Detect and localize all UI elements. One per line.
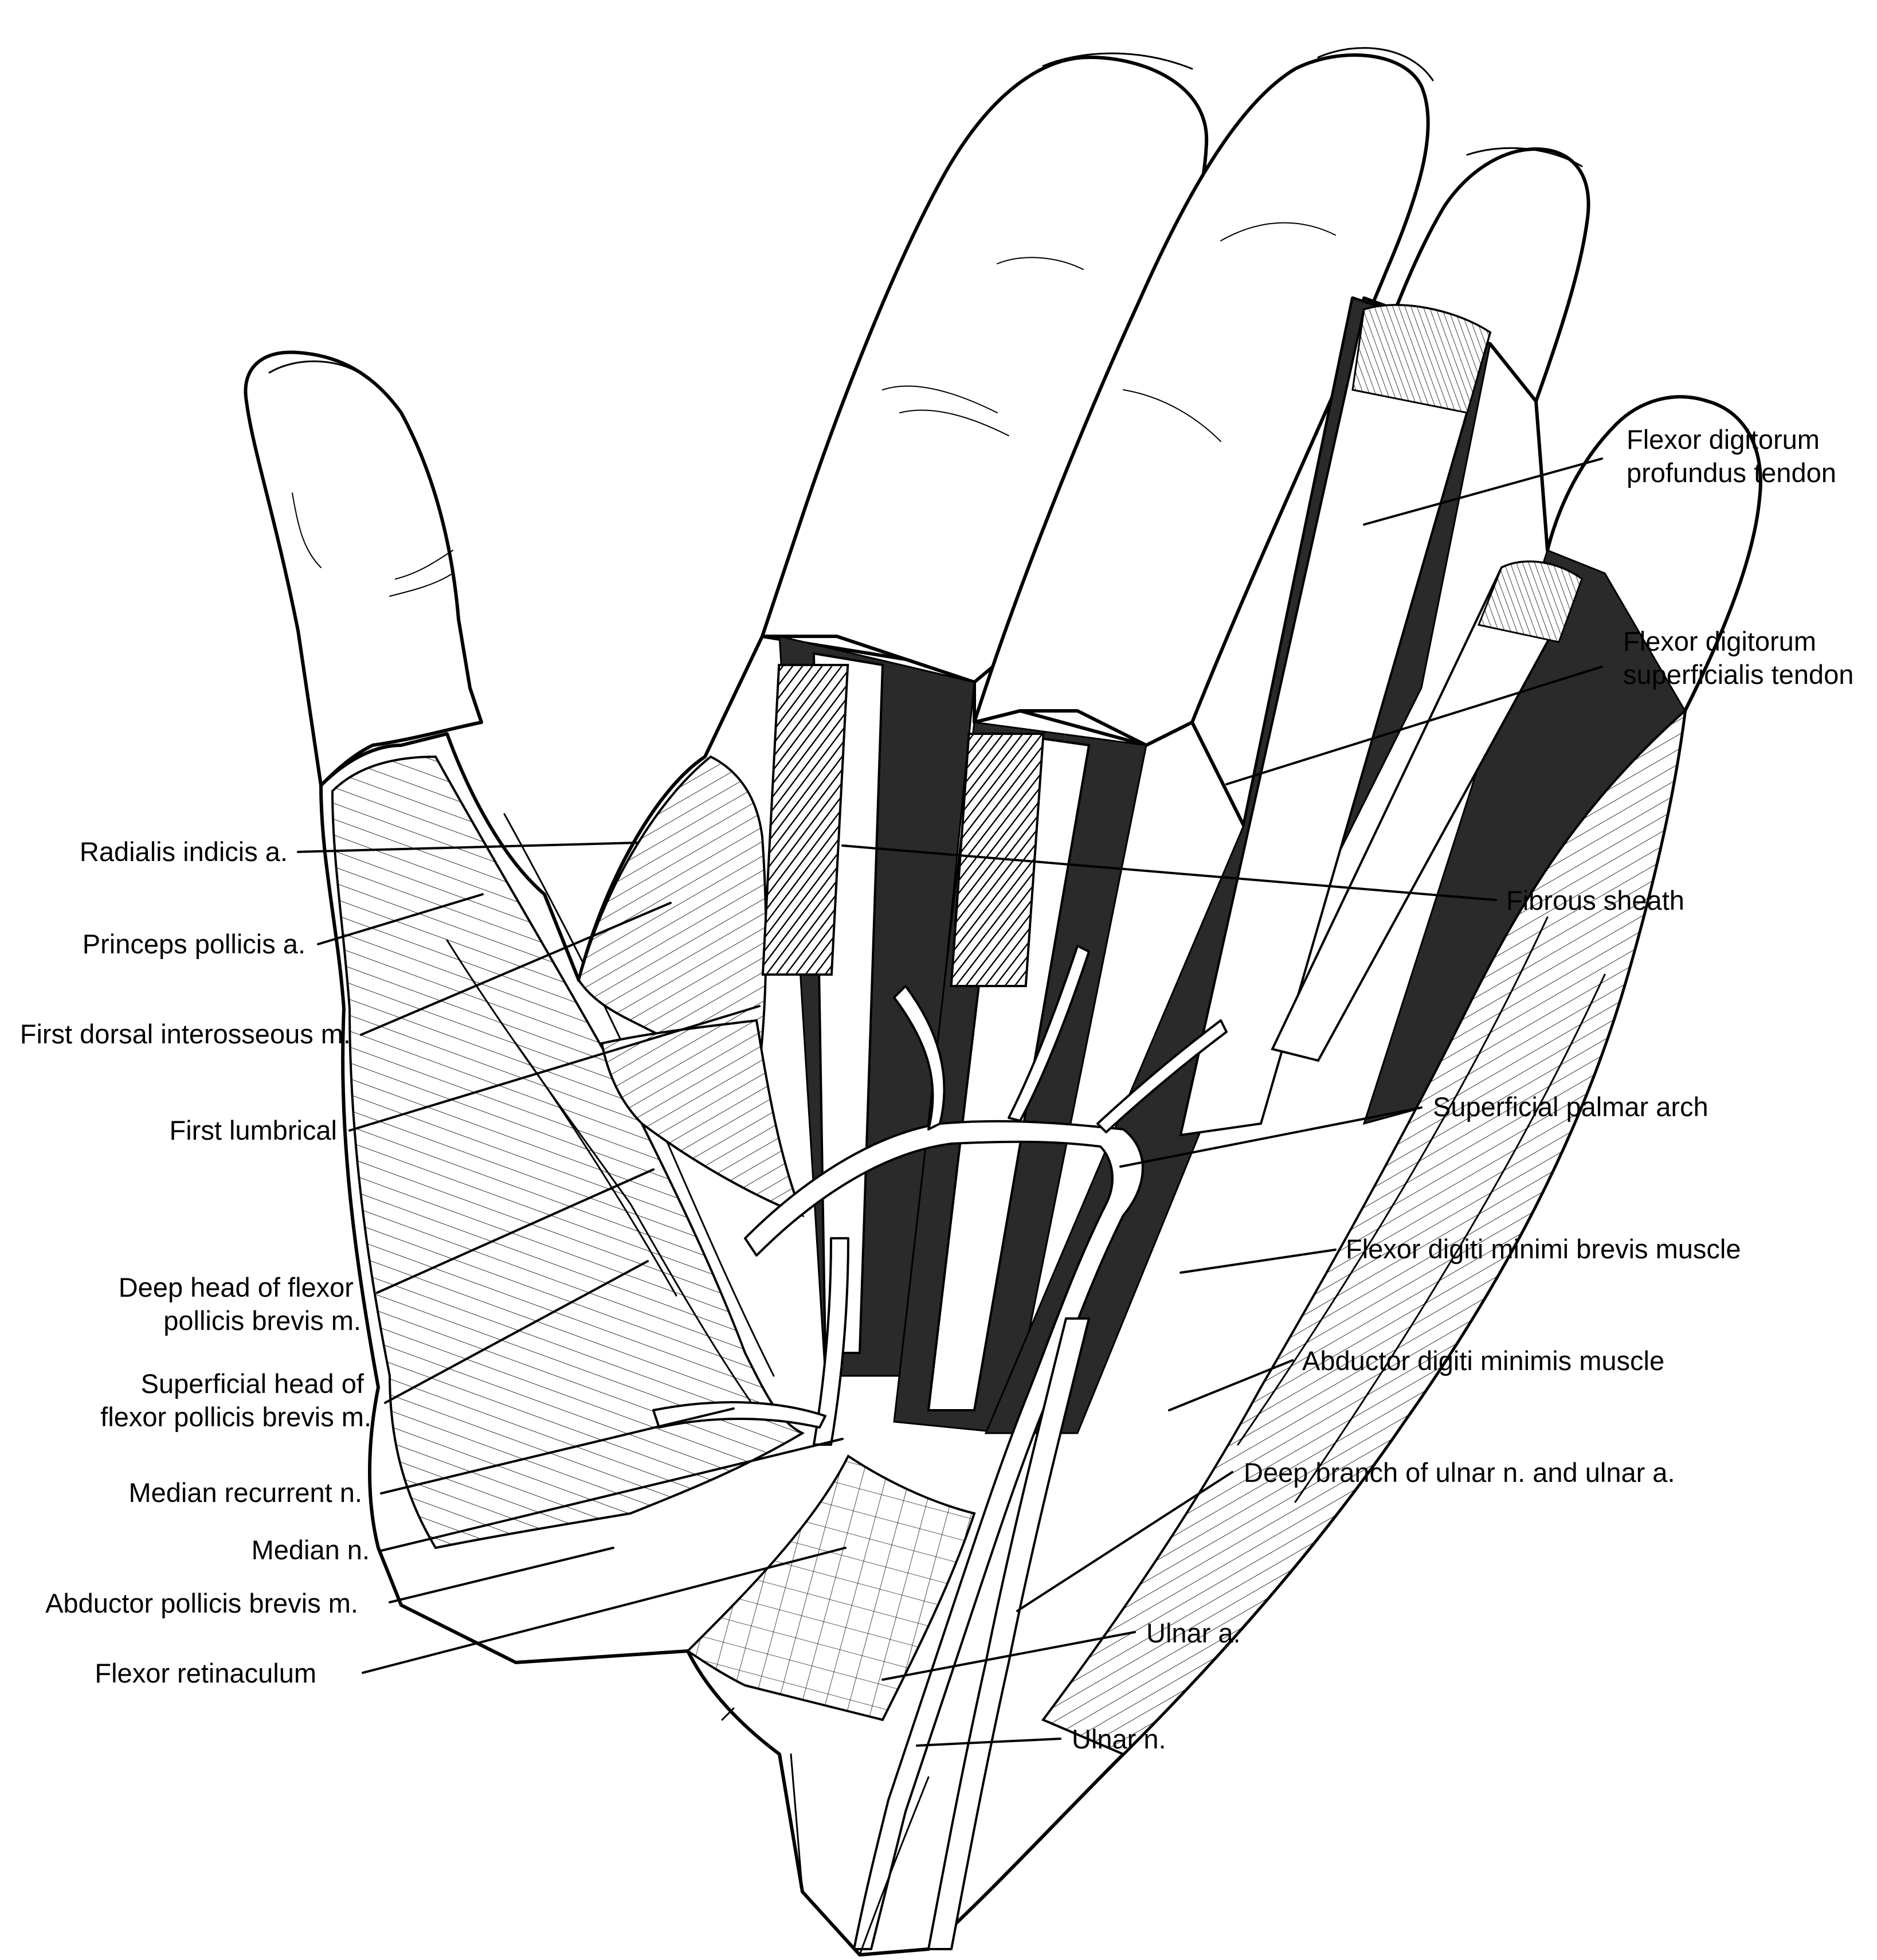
thenar-muscles — [331, 755, 805, 1550]
leader-median-nerve — [380, 1438, 844, 1552]
leader-flexor-retinaculum — [362, 1547, 847, 1674]
label-fdp-tendon: Flexor digitorum profundus tendon — [1627, 424, 1836, 488]
leader-radialis-indicis — [297, 842, 638, 853]
little-finger — [1546, 395, 1762, 713]
label-flexor-retinaculum: Flexor retinaculum — [95, 1658, 316, 1688]
hand-illustration — [244, 47, 1762, 1957]
leader-lines — [297, 457, 1603, 1747]
label-radialis-indicis: Radialis indicis a. — [80, 836, 288, 867]
label-flexor-digiti-minimi-brevis: Flexor digiti minimi brevis muscle — [1346, 1234, 1741, 1264]
label-ulnar-nerve: Ulnar n. — [1072, 1724, 1166, 1754]
label-abductor-digiti-minimis: Abductor digiti minimis muscle — [1302, 1345, 1664, 1376]
label-ulnar-artery: Ulnar a. — [1146, 1618, 1241, 1648]
leader-fibrous-sheath — [841, 844, 1497, 901]
leader-median-recurrent — [380, 1407, 735, 1495]
leader-fdp-tendon — [1363, 457, 1603, 526]
label-princeps-pollicis: Princeps pollicis a. — [83, 929, 305, 959]
label-fibrous-sheath: Fibrous sheath — [1506, 885, 1684, 916]
label-superficial-palmar-arch: Superficial palmar arch — [1433, 1092, 1708, 1122]
leader-abductor-pollicis-brevis — [389, 1547, 614, 1603]
leader-superficial-head-fpb — [384, 1260, 649, 1404]
ulnar-nerve-shape — [927, 1317, 1090, 1950]
label-median-recurrent: Median recurrent n. — [128, 1477, 362, 1508]
leader-ulnar-artery — [881, 1631, 1136, 1681]
middle-finger — [973, 53, 1430, 747]
leader-abductor-digiti-minimis — [1168, 1359, 1294, 1411]
leader-deep-head-fpb — [376, 1168, 655, 1294]
label-median-nerve: Median n. — [252, 1535, 370, 1565]
fingers — [244, 47, 1762, 827]
thumb — [244, 350, 483, 787]
superficial-palmar-arch-vessel — [744, 1120, 1144, 1950]
leader-superficial-palmar-arch — [1119, 1106, 1423, 1168]
label-fds-tendon: Flexor digitorum superficialis tendon — [1623, 626, 1854, 690]
leader-fds-tendon — [1225, 666, 1603, 785]
leader-deep-branch-ulnar — [1016, 1471, 1233, 1612]
label-deep-head-fpb: Deep head of flexor pollicis brevis m. — [119, 1272, 361, 1336]
label-deep-branch-ulnar: Deep branch of ulnar n. and ulnar a. — [1244, 1457, 1675, 1488]
palm-dissection — [319, 296, 1687, 1957]
label-abductor-pollicis-brevis: Abductor pollicis brevis m. — [45, 1588, 358, 1618]
median-nerve-shape — [813, 1237, 849, 1446]
anatomy-labels: Radialis indicis a. Princeps pollicis a.… — [20, 424, 1854, 1754]
leader-first-lumbrical — [348, 1005, 761, 1132]
label-first-lumbrical: First lumbrical — [170, 1115, 337, 1145]
leader-flexor-digiti-minimi-brevis — [1180, 1249, 1337, 1274]
label-superficial-head-fpb: Superficial head of flexor pollicis brev… — [100, 1368, 371, 1432]
leader-ulnar-nerve — [916, 1738, 1061, 1747]
leader-princeps-pollicis — [317, 893, 484, 945]
label-first-dorsal-interosseous: First dorsal interosseous m. — [20, 1019, 351, 1049]
leader-first-dorsal-interosseous — [360, 902, 672, 1036]
hypothenar-muscles — [1041, 707, 1687, 1756]
flexor-retinaculum-shape — [685, 1454, 976, 1722]
